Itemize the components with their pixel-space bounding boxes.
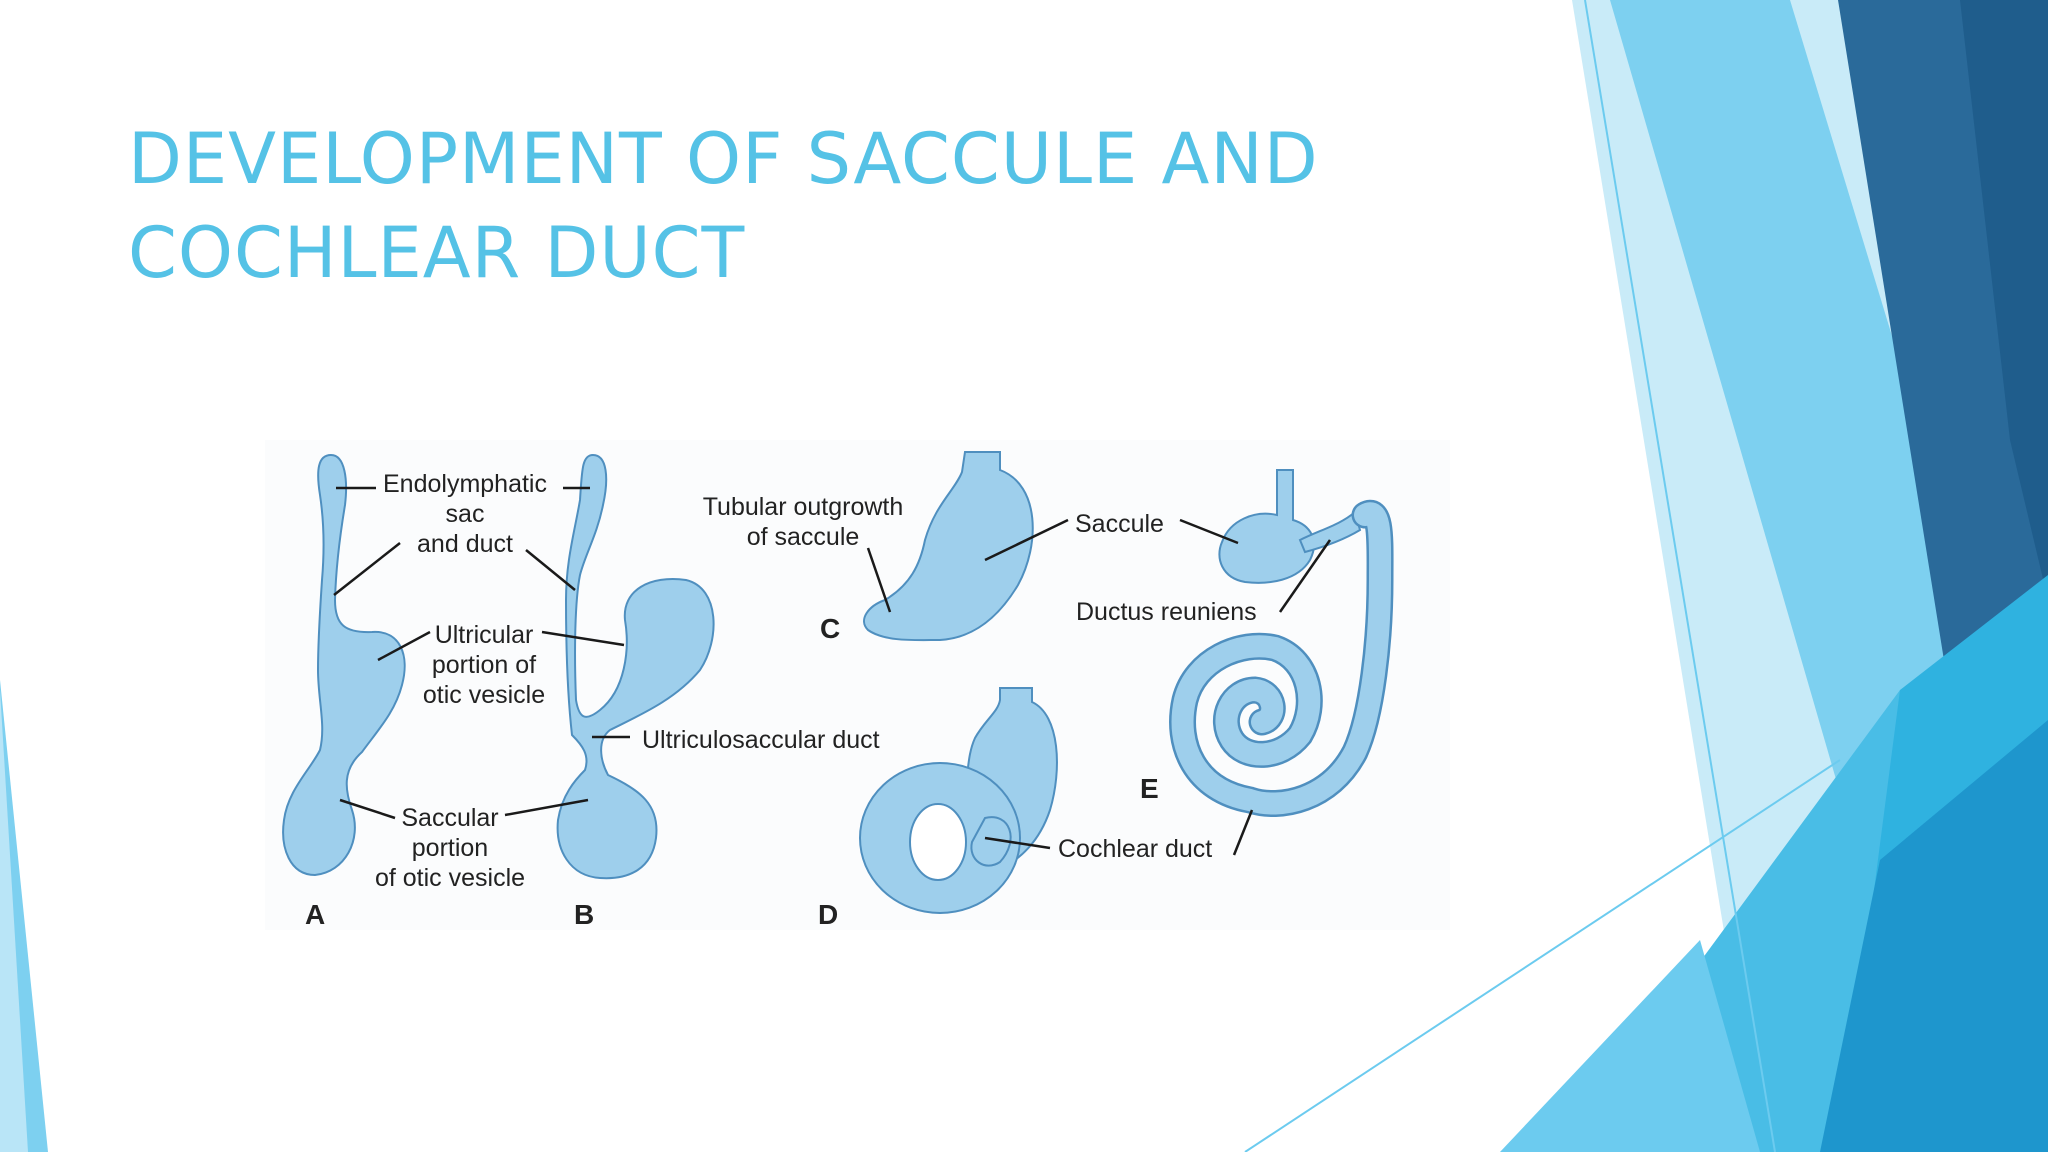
decor-deep-corner: [1820, 720, 2048, 1152]
ductus-reuniens-e: [1298, 510, 1362, 554]
panel-a-structure: [282, 453, 406, 877]
panel-e-structure: [1169, 469, 1394, 817]
label-saccular-line3: of otic vesicle: [375, 864, 525, 892]
otic-vesicle-a: [282, 453, 406, 877]
label-utricular-line3: otic vesicle: [423, 681, 545, 709]
panel-b-leaders: [504, 486, 630, 817]
decor-pale-corner: [1500, 940, 1760, 1152]
label-utricular-line1: Ultricular: [435, 621, 534, 649]
title-line-2: COCHLEAR DUCT: [128, 212, 746, 294]
panel-letter-a: A: [305, 899, 325, 930]
label-utricular-line2: portion of: [432, 651, 536, 679]
panel-letter-d: D: [818, 899, 838, 930]
panel-c-structure: [863, 451, 1034, 642]
panel-c-leaders: [866, 518, 1069, 613]
label-tubular-line2: of saccule: [747, 523, 860, 551]
decor-thin-line: [1244, 759, 1841, 1152]
label-ultriculosaccular-duct: Ultriculosaccular duct: [642, 726, 880, 754]
label-cochlear-duct: Cochlear duct: [1058, 835, 1212, 863]
saccule-c: [863, 451, 1034, 642]
label-endolymphatic-line1: Endolymphatic: [383, 470, 547, 498]
title-line-1: DEVELOPMENT OF SACCULE AND: [128, 118, 1319, 200]
cochlear-duct-e: [1171, 502, 1392, 815]
label-tubular-line1: Tubular outgrowth: [703, 493, 904, 521]
panel-letter-b: B: [574, 899, 594, 930]
panel-e-leaders: [1179, 518, 1332, 856]
label-saccule: Saccule: [1075, 510, 1164, 538]
panel-d-structure: [859, 687, 1058, 914]
label-ductus-reuniens: Ductus reuniens: [1076, 598, 1257, 626]
panel-d-leaders: [984, 836, 1051, 850]
slide-title: DEVELOPMENT OF SACCULE AND COCHLEAR DUCT: [128, 112, 1528, 300]
diagram-labels: Endolymphatic sac and duct Ultricular po…: [305, 470, 1257, 930]
decor-left-strip-inner: [0, 690, 28, 1152]
cochlear-coil-d-center: [909, 803, 967, 881]
panel-letter-c: C: [820, 613, 840, 644]
label-saccular-line2: portion: [412, 834, 488, 862]
label-endolymphatic-line3: and duct: [417, 530, 513, 558]
decor-thin-line: [1584, 0, 1776, 1152]
panel-a-leaders: [333, 486, 431, 820]
decor-dark-band-inner: [1960, 0, 2048, 600]
label-endolymphatic-line2: sac: [446, 500, 485, 528]
cochlear-tip-d: [970, 816, 1012, 867]
panel-letter-e: E: [1140, 773, 1159, 804]
label-saccular-line1: Saccular: [401, 804, 498, 832]
